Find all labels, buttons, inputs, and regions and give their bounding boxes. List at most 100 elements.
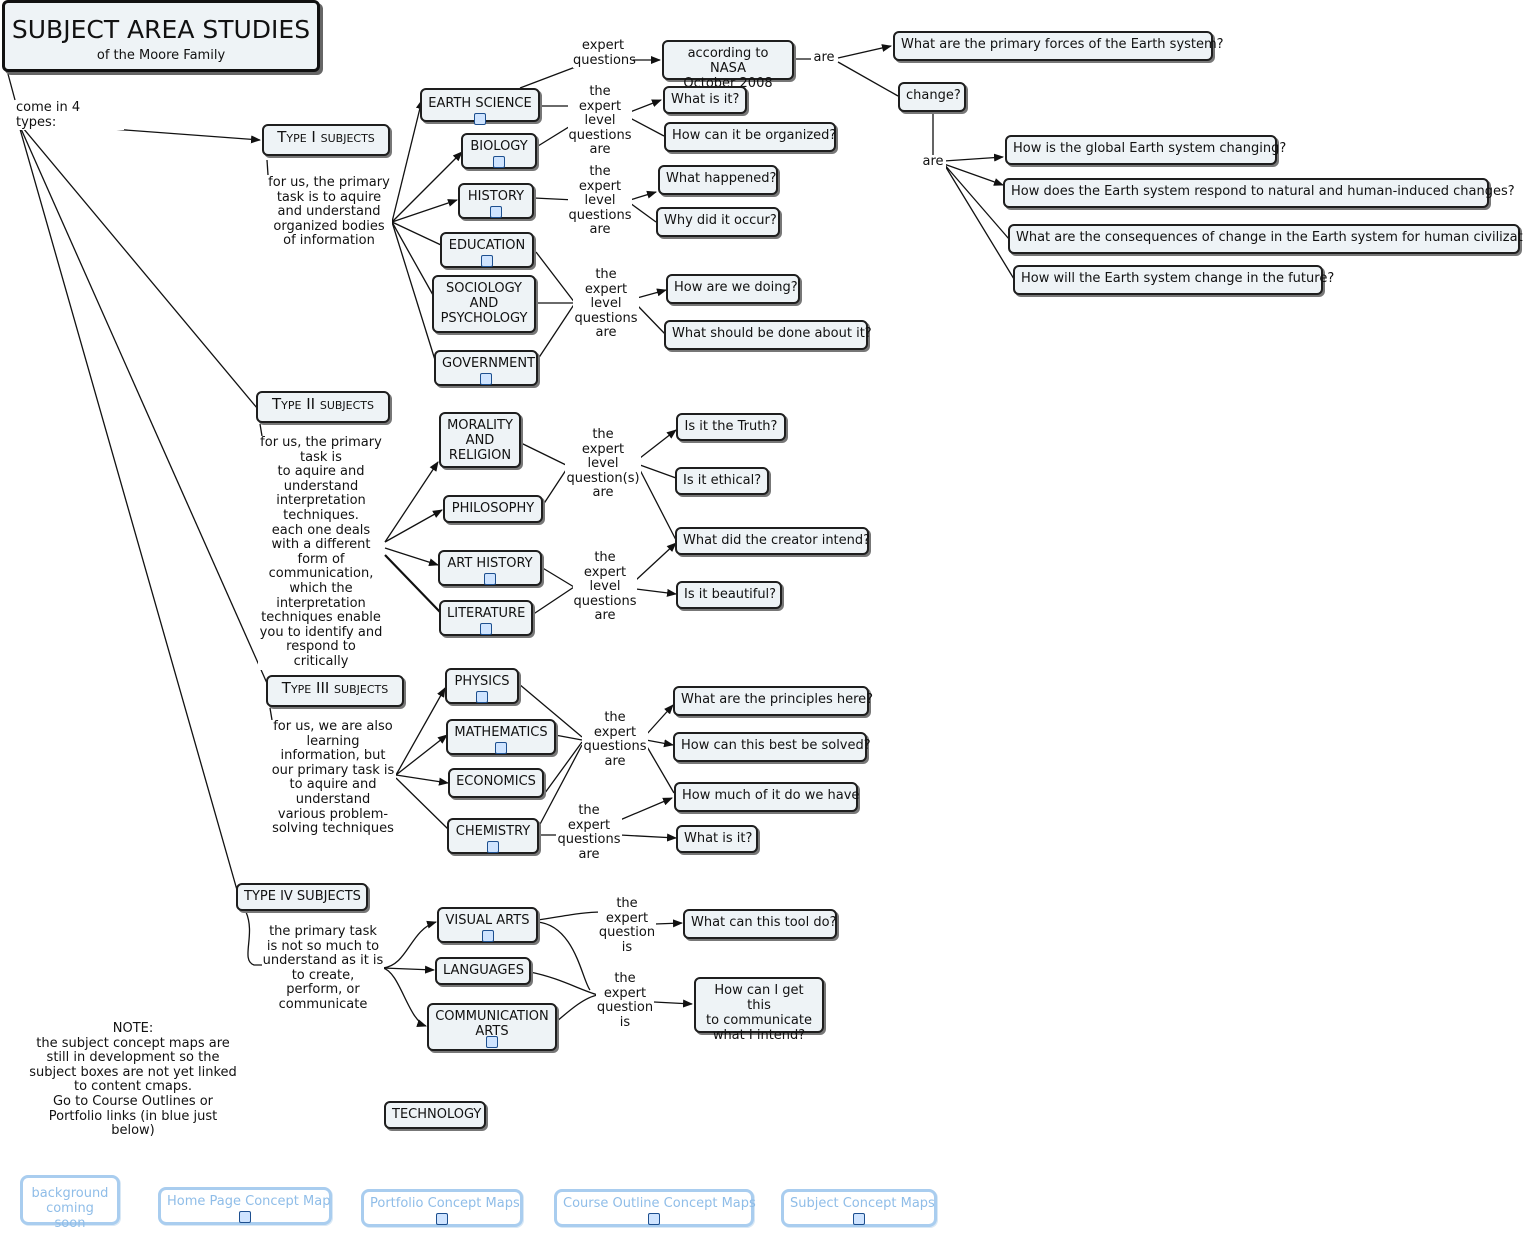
resource-icon[interactable] xyxy=(474,113,486,125)
resource-icon[interactable] xyxy=(648,1213,660,1225)
question-consequences[interactable]: What are the consequences of change in t… xyxy=(1008,224,1523,254)
question-how-much[interactable]: How much of it do we have xyxy=(674,782,859,812)
label-are-nasa: are xyxy=(811,50,837,66)
subject-government[interactable]: GOVERNMENT xyxy=(434,350,538,386)
label-t3-questions-1: the expert questions are xyxy=(582,710,648,770)
subject-biology[interactable]: BIOLOGY xyxy=(461,133,537,169)
link-course-outline[interactable]: Course Outline Concept Maps xyxy=(554,1189,756,1227)
subject-history[interactable]: HISTORY xyxy=(458,183,534,219)
subject-morality-religion[interactable]: MORALITY AND RELIGION xyxy=(439,412,521,468)
label-t4-question-2: the expert question is xyxy=(596,971,654,1031)
resource-icon[interactable] xyxy=(853,1213,865,1225)
subject-economics[interactable]: ECONOMICS xyxy=(448,768,544,798)
subject-mathematics[interactable]: MATHEMATICS xyxy=(446,719,556,755)
resource-icon[interactable] xyxy=(480,373,492,385)
question-label: How will the Earth system change in the … xyxy=(1021,271,1335,286)
link-label: Home Page Concept Map xyxy=(167,1194,331,1209)
subject-label: PHILOSOPHY xyxy=(451,501,535,516)
question-change[interactable]: change? xyxy=(898,82,966,112)
question-what-is-it[interactable]: What is it? xyxy=(663,86,747,114)
subject-sociology-psychology[interactable]: SOCIOLOGY AND PSYCHOLOGY xyxy=(432,275,536,333)
resource-icon[interactable] xyxy=(436,1213,448,1225)
subject-label: MORALITY AND RELIGION xyxy=(447,418,513,463)
label-type2-desc: for us, the primary task is to aquire an… xyxy=(258,435,384,670)
title-subtitle: of the Moore Family xyxy=(96,48,226,63)
question-nasa[interactable]: according to NASA October 2008 xyxy=(662,40,794,91)
link-background[interactable]: background coming soon xyxy=(20,1175,120,1231)
question-should[interactable]: What should be done about it? xyxy=(664,320,872,350)
subject-label: SOCIOLOGY AND PSYCHOLOGY xyxy=(440,281,528,326)
subject-communication-arts[interactable]: COMMUNICATION ARTS xyxy=(427,1003,557,1051)
question-solved[interactable]: How can this best be solved? xyxy=(673,732,871,762)
question-truth[interactable]: Is it the Truth? xyxy=(676,413,786,441)
type4-label: TYPE IV SUBJECTS xyxy=(244,889,361,904)
subject-philosophy[interactable]: PHILOSOPHY xyxy=(443,495,543,523)
question-beautiful[interactable]: Is it beautiful? xyxy=(676,581,782,609)
question-happened[interactable]: What happened? xyxy=(658,165,778,195)
resource-icon[interactable] xyxy=(495,742,507,754)
question-ethical[interactable]: Is it ethical? xyxy=(675,467,769,495)
subject-education[interactable]: EDUCATION xyxy=(440,232,534,268)
resource-icon[interactable] xyxy=(486,1036,498,1048)
resource-icon[interactable] xyxy=(480,623,492,635)
link-label: Portfolio Concept Maps xyxy=(370,1196,520,1211)
type4-subjects[interactable]: TYPE IV SUBJECTS xyxy=(236,883,368,911)
question-label: Why did it occur? xyxy=(664,213,777,228)
question-creator[interactable]: What did the creator intend? xyxy=(675,527,870,555)
label-t4-question-1: the expert question is xyxy=(598,896,656,956)
question-what-is-it-2[interactable]: What is it? xyxy=(676,825,758,853)
subject-label: EDUCATION xyxy=(448,238,526,253)
resource-icon[interactable] xyxy=(487,841,499,853)
question-label: What should be done about it? xyxy=(672,326,872,341)
question-label: What is it? xyxy=(684,831,753,846)
label-type1-desc: for us, the primary task is to aquire an… xyxy=(266,175,392,249)
subject-literature[interactable]: LITERATURE xyxy=(439,600,533,636)
question-why[interactable]: Why did it occur? xyxy=(656,207,780,237)
resource-icon[interactable] xyxy=(239,1211,251,1223)
question-label: What are the consequences of change in t… xyxy=(1016,230,1523,245)
subject-label: VISUAL ARTS xyxy=(445,913,530,928)
question-label: What can this tool do? xyxy=(691,915,837,930)
type1-subjects[interactable]: Type I subjects xyxy=(262,124,390,156)
type3-subjects[interactable]: Type III subjects xyxy=(266,675,404,707)
subject-visual-arts[interactable]: VISUAL ARTS xyxy=(437,907,538,943)
question-label: Is it the Truth? xyxy=(684,419,778,434)
question-label: change? xyxy=(906,88,961,103)
link-portfolio[interactable]: Portfolio Concept Maps xyxy=(361,1189,523,1227)
resource-icon[interactable] xyxy=(484,573,496,585)
question-respond[interactable]: How does the Earth system respond to nat… xyxy=(1003,178,1515,208)
subject-label: LANGUAGES xyxy=(443,963,524,978)
question-tool[interactable]: What can this tool do? xyxy=(683,909,837,939)
question-primary-forces[interactable]: What are the primary forces of the Earth… xyxy=(893,31,1224,61)
subject-art-history[interactable]: ART HISTORY xyxy=(438,550,542,586)
question-principles[interactable]: What are the principles here? xyxy=(673,686,873,716)
resource-icon[interactable] xyxy=(476,691,488,703)
subject-physics[interactable]: PHYSICS xyxy=(445,668,519,704)
subject-languages[interactable]: LANGUAGES xyxy=(435,957,531,985)
question-global-change[interactable]: How is the global Earth system changing? xyxy=(1005,135,1286,165)
resource-icon[interactable] xyxy=(490,206,502,218)
subject-chemistry[interactable]: CHEMISTRY xyxy=(447,818,539,854)
subject-earth-science[interactable]: EARTH SCIENCE xyxy=(420,88,540,125)
resource-icon[interactable] xyxy=(481,255,493,267)
subject-label: TECHNOLOGY xyxy=(392,1107,482,1122)
link-label: Subject Concept Maps xyxy=(790,1196,935,1211)
question-doing[interactable]: How are we doing? xyxy=(666,274,800,304)
label-type4-desc: the primary task is not so much to under… xyxy=(262,924,384,1013)
map-title: SUBJECT AREA STUDIES of the Moore Family xyxy=(2,0,320,72)
subject-technology[interactable]: TECHNOLOGY xyxy=(384,1101,486,1129)
type2-subjects[interactable]: Type II subjects xyxy=(256,391,390,423)
question-communicate[interactable]: How can I get this to communicate what I… xyxy=(694,977,824,1043)
label-come-in-4-types: come in 4 types: xyxy=(16,100,124,131)
question-label: How can it be organized? xyxy=(672,128,837,143)
link-home-page[interactable]: Home Page Concept Map xyxy=(158,1187,332,1225)
link-subject-maps[interactable]: Subject Concept Maps xyxy=(781,1189,937,1227)
question-future[interactable]: How will the Earth system change in the … xyxy=(1013,265,1335,295)
resource-icon[interactable] xyxy=(493,156,505,168)
question-label: What happened? xyxy=(666,171,777,186)
subject-label: GOVERNMENT xyxy=(442,356,536,371)
resource-icon[interactable] xyxy=(481,930,494,942)
question-organized[interactable]: How can it be organized? xyxy=(664,122,836,152)
subject-label: PHYSICS xyxy=(454,674,510,689)
type1-label: Type I subjects xyxy=(277,128,375,146)
